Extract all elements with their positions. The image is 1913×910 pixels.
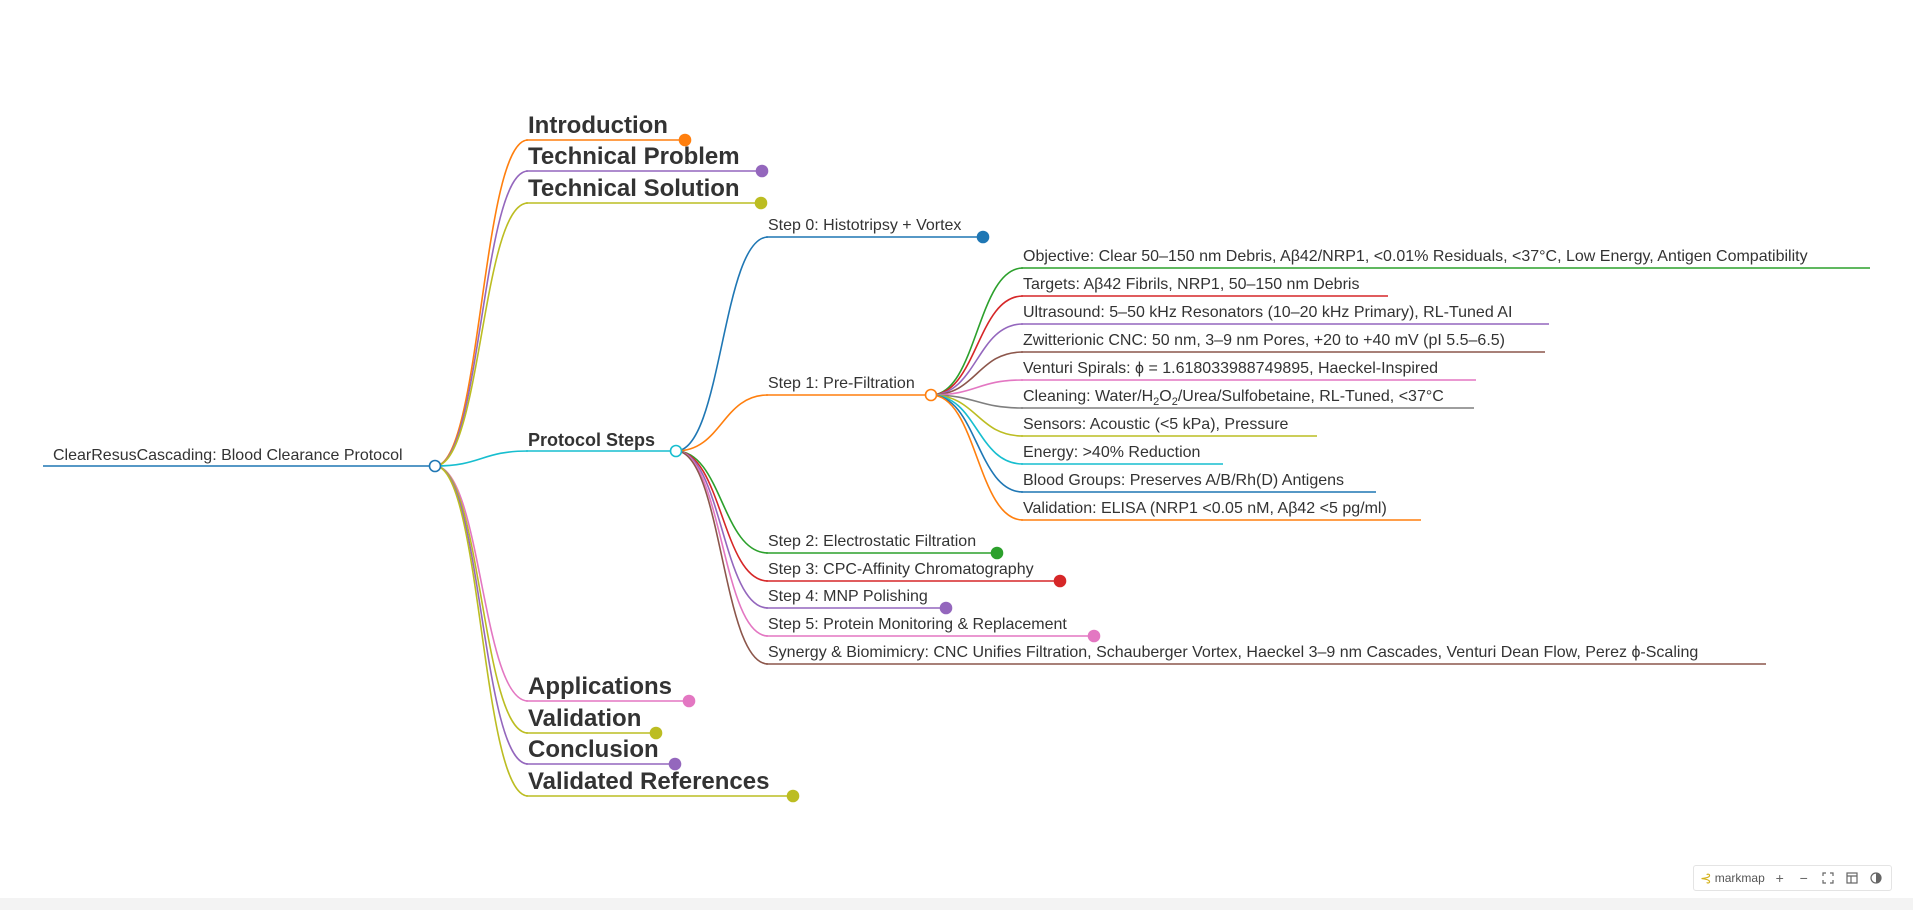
step-label-step-4: Step 4: MNP Polishing — [768, 588, 928, 605]
step-link-synergy — [675, 450, 769, 665]
markmap-brand-label: markmap — [1714, 871, 1765, 885]
branch-label-technical-solution: Technical Solution — [528, 175, 740, 202]
detail-link-targets — [930, 295, 1024, 396]
step-node-step-3[interactable] — [1053, 574, 1067, 588]
window-icon — [1846, 872, 1858, 884]
branch-label-validation: Validation — [528, 705, 641, 732]
step-label-synergy: Synergy & Biomimicry: CNC Unifies Filtra… — [768, 644, 1698, 661]
step-link-step-0 — [675, 236, 769, 452]
step-link-step-5 — [675, 450, 769, 637]
branch-label-protocol-steps: Protocol Steps — [528, 430, 655, 450]
step-link-step-1 — [675, 394, 769, 452]
contrast-icon — [1870, 872, 1882, 884]
branch-node-protocol-steps[interactable] — [669, 444, 683, 458]
detail-link-venturi — [930, 379, 1024, 396]
step-link-step-4 — [675, 450, 769, 609]
branch-link-validated-references — [434, 465, 529, 797]
cleaning-text-label_pre: Cleaning: Water/H — [1023, 388, 1153, 405]
branch-node-technical-problem[interactable] — [755, 164, 769, 178]
detail-link-zwitterionic — [930, 351, 1024, 396]
cleaning-text-sub2: 2 — [1172, 396, 1178, 408]
detail-label-energy: Energy: >40% Reduction — [1023, 444, 1200, 461]
markmap-logo-icon: ⊰ — [1700, 869, 1712, 886]
fit-icon — [1822, 872, 1834, 884]
branch-label-technical-problem: Technical Problem — [528, 143, 740, 170]
detail-label-ultrasound: Ultrasound: 5–50 kHz Resonators (10–20 k… — [1023, 304, 1512, 321]
zoom-out-button[interactable]: − — [1795, 869, 1813, 887]
bottom-bar — [0, 898, 1913, 910]
branch-link-technical-solution — [434, 202, 529, 467]
branch-node-conclusion[interactable] — [668, 757, 682, 771]
detail-label-sensors: Sensors: Acoustic (<5 kPa), Pressure — [1023, 416, 1289, 433]
step-node-step-5[interactable] — [1087, 629, 1101, 643]
detail-link-cleaning — [930, 394, 1024, 409]
dark-mode-button[interactable] — [1867, 869, 1885, 887]
step-label-step-1: Step 1: Pre-Filtration — [768, 375, 915, 392]
detail-link-blood-groups — [930, 394, 1024, 493]
step-label-step-0: Step 0: Histotripsy + Vortex — [768, 217, 961, 234]
markmap-toolbar: ⊰ markmap + − — [1693, 865, 1892, 891]
cleaning-text-mid: O — [1159, 388, 1171, 405]
detail-label-targets: Targets: Aβ42 Fibrils, NRP1, 50–150 nm D… — [1023, 276, 1359, 293]
step-node-step-2[interactable] — [990, 546, 1004, 560]
detail-label-blood-groups: Blood Groups: Preserves A/B/Rh(D) Antige… — [1023, 472, 1344, 489]
detail-label-venturi: Venturi Spirals: ϕ = 1.618033988749895, … — [1023, 360, 1438, 377]
branch-node-introduction[interactable] — [678, 133, 692, 147]
detail-link-objective — [930, 267, 1024, 396]
minus-icon: − — [1799, 870, 1808, 886]
detail-label-zwitterionic: Zwitterionic CNC: 50 nm, 3–9 nm Pores, +… — [1023, 332, 1505, 349]
cleaning-text-sub1: 2 — [1153, 396, 1159, 408]
branch-link-protocol-steps — [434, 450, 529, 467]
step-link-step-2 — [675, 450, 769, 554]
branch-node-validation[interactable] — [649, 726, 663, 740]
cleaning-text-label_post: /Urea/Sulfobetaine, RL-Tuned, <37°C — [1178, 388, 1444, 405]
root-node[interactable] — [428, 459, 442, 473]
detail-link-energy — [930, 394, 1024, 465]
step-label-step-2: Step 2: Electrostatic Filtration — [768, 533, 976, 550]
root-label: ClearResusCascading: Blood Clearance Pro… — [53, 447, 403, 464]
zoom-in-button[interactable]: + — [1771, 869, 1789, 887]
detail-label-cleaning: Cleaning: Water/H2O2/Urea/Sulfobetaine, … — [1023, 388, 1444, 408]
detail-label-objective: Objective: Clear 50–150 nm Debris, Aβ42/… — [1023, 248, 1808, 265]
branch-label-applications: Applications — [528, 673, 672, 700]
toggle-recursively-button[interactable] — [1843, 869, 1861, 887]
step-label-step-5: Step 5: Protein Monitoring & Replacement — [768, 616, 1067, 633]
step-label-step-3: Step 3: CPC-Affinity Chromatography — [768, 561, 1034, 578]
branch-label-introduction: Introduction — [528, 112, 668, 139]
branch-node-applications[interactable] — [682, 694, 696, 708]
branch-node-technical-solution[interactable] — [754, 196, 768, 210]
detail-label-validation-elisa: Validation: ELISA (NRP1 <0.05 nM, Aβ42 <… — [1023, 500, 1387, 517]
branch-label-conclusion: Conclusion — [528, 736, 659, 763]
branch-node-validated-references[interactable] — [786, 789, 800, 803]
branch-label-validated-references: Validated References — [528, 768, 769, 795]
step-node-step-4[interactable] — [939, 601, 953, 615]
fit-window-button[interactable] — [1819, 869, 1837, 887]
markmap-brand[interactable]: ⊰ markmap — [1700, 870, 1765, 887]
step-link-step-3 — [675, 450, 769, 582]
step-node-step-0[interactable] — [976, 230, 990, 244]
step-node-step-1[interactable] — [924, 388, 938, 402]
plus-icon: + — [1775, 870, 1784, 886]
detail-link-ultrasound — [930, 323, 1024, 396]
branch-link-conclusion — [434, 465, 529, 765]
branch-link-applications — [434, 465, 529, 702]
detail-link-validation-elisa — [930, 394, 1024, 521]
branch-link-technical-problem — [434, 170, 529, 467]
branch-link-introduction — [434, 139, 529, 467]
